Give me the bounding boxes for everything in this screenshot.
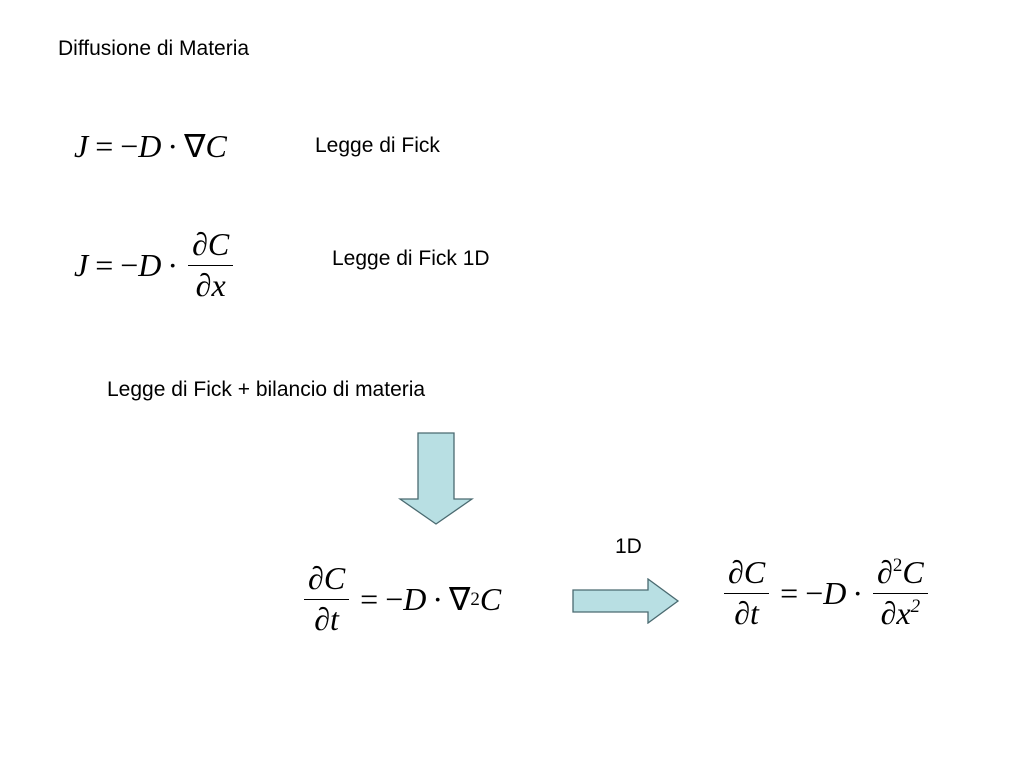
equals-sign: = (95, 128, 114, 164)
dot-operator: · (852, 575, 864, 612)
fick-balance-label: Legge di Fick + bilancio di materia (107, 378, 426, 401)
fick-law-1d-equation: J = − D · ∂C ∂x (74, 226, 237, 303)
minus-sign: − (120, 128, 139, 164)
diffusivity-symbol: D (138, 247, 162, 284)
concentration-symbol: C (323, 560, 346, 596)
partial-symbol: ∂ (880, 594, 897, 631)
second-derivative-fraction: ∂2C ∂x2 (873, 554, 928, 631)
slide-title: Diffusione di Materia (58, 37, 250, 60)
fraction-denominator: ∂t (730, 594, 763, 631)
partial-derivative-fraction: ∂C ∂x (188, 226, 234, 303)
concentration-symbol: C (479, 581, 502, 618)
right-arrow-icon (572, 578, 680, 624)
fraction-numerator: ∂C (304, 560, 349, 596)
down-arrow-icon (398, 432, 474, 526)
minus-sign: − (385, 581, 404, 618)
x-symbol: x (211, 266, 226, 303)
partial-symbol: ∂ (314, 600, 331, 637)
diffusion-equation: ∂C ∂t = − D · ∇2 C (300, 560, 502, 637)
fraction-numerator: ∂C (188, 226, 233, 262)
concentration-symbol: C (743, 554, 766, 590)
fraction-bar (188, 264, 234, 266)
dot-operator: · (432, 581, 444, 618)
fraction-bar (873, 592, 928, 594)
fraction-bar (724, 592, 770, 594)
partial-symbol: ∂ (195, 266, 212, 303)
one-d-label: 1D (615, 535, 642, 558)
dot-operator: · (167, 247, 179, 284)
x-symbol: x (896, 594, 911, 631)
diffusivity-symbol: D (823, 575, 847, 612)
dot-operator: · (167, 128, 179, 164)
concentration-symbol: C (205, 128, 227, 164)
fraction-denominator: ∂t (310, 600, 343, 637)
t-symbol: t (330, 600, 339, 637)
diffusivity-symbol: D (403, 581, 427, 618)
fraction-bar (304, 598, 350, 600)
fraction-numerator: ∂C (724, 554, 769, 590)
t-symbol: t (750, 594, 759, 631)
concentration-symbol: C (207, 226, 230, 262)
minus-sign: − (120, 247, 139, 284)
flux-symbol: J (74, 247, 89, 284)
exponent-two: 2 (910, 595, 921, 617)
time-derivative-fraction: ∂C ∂t (724, 554, 770, 631)
fick-law-label: Legge di Fick (315, 134, 440, 157)
fick-law-1d-label: Legge di Fick 1D (332, 247, 490, 270)
right-arrow-shape (572, 578, 680, 624)
fraction-denominator: ∂x2 (877, 594, 925, 631)
flux-symbol: J (74, 128, 89, 164)
down-arrow-shape (398, 432, 474, 525)
equals-sign: = (780, 575, 799, 612)
diffusivity-symbol: D (138, 128, 162, 164)
nabla-symbol: ∇ (449, 581, 471, 618)
exponent-two: 2 (470, 588, 480, 610)
partial-symbol: ∂ (734, 594, 751, 631)
concentration-symbol: C (902, 554, 924, 590)
equals-sign: = (95, 247, 114, 284)
minus-sign: − (805, 575, 824, 612)
equals-sign: = (360, 581, 379, 618)
diffusion-equation-1d: ∂C ∂t = − D · ∂2C ∂x2 (720, 554, 932, 631)
nabla-symbol: ∇ (184, 128, 206, 164)
fraction-denominator: ∂x (192, 266, 230, 303)
partial-symbol: ∂ (192, 226, 208, 262)
fick-law-equation: J = − D · ∇ C (74, 130, 227, 162)
time-derivative-fraction: ∂C ∂t (304, 560, 350, 637)
partial-symbol: ∂ (728, 554, 744, 590)
fraction-numerator: ∂2C (873, 554, 928, 590)
partial-symbol: ∂ (308, 560, 324, 596)
partial-symbol: ∂ (877, 554, 893, 590)
exponent-two: 2 (892, 555, 903, 576)
